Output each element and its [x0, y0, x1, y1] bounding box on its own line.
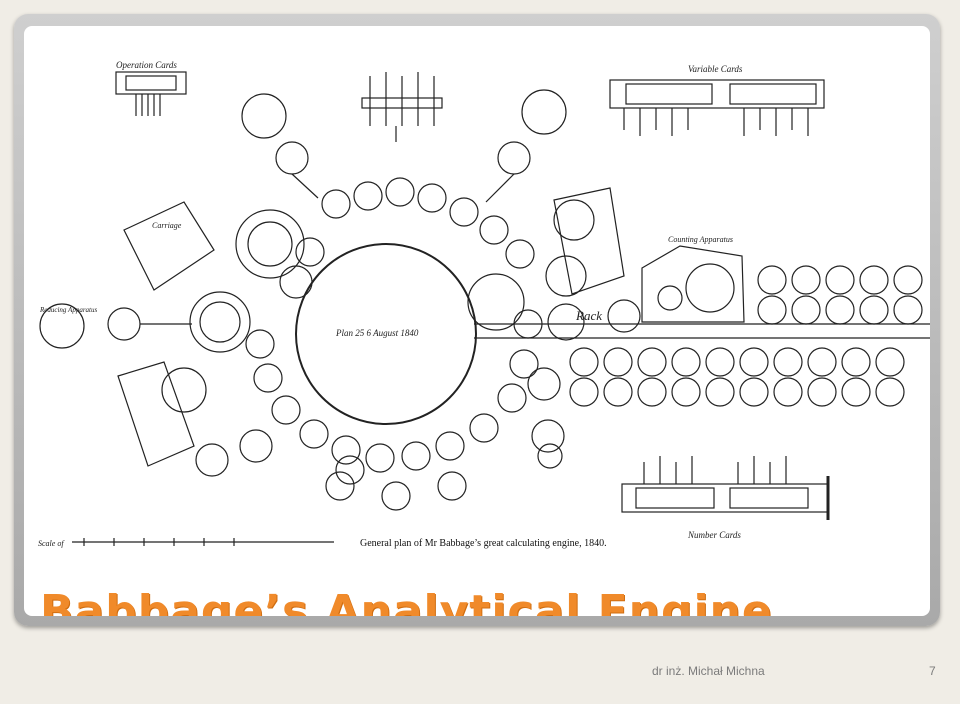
running-up-levers-drawing — [361, 72, 443, 142]
operation-cards-drawing — [115, 71, 187, 116]
counting-apparatus-label: Counting Apparatus — [668, 235, 733, 244]
center-plan-label: Plan 25 6 August 1840 — [335, 328, 419, 338]
carriage-label: Carriage — [152, 221, 182, 230]
reducing-apparatus-label: Reducing Apparatus — [39, 306, 98, 314]
rack-drawing — [474, 323, 930, 339]
variable-cards-label: Variable Cards — [688, 64, 743, 74]
central-mill-circle — [295, 243, 477, 425]
scale-bar — [72, 538, 334, 546]
rack-label: Rack — [575, 308, 602, 323]
counting-apparatus-outline — [641, 245, 745, 323]
slide-content: Operation Cards Variable Cards Number Ca… — [24, 26, 930, 616]
scale-label: Scale of — [38, 539, 65, 548]
carriage-outline-top — [123, 201, 215, 291]
carriage-outline-bottom — [117, 361, 195, 467]
store-wheels — [569, 265, 923, 407]
operation-cards-label: Operation Cards — [116, 60, 177, 70]
gear-ring — [161, 177, 641, 511]
variable-cards-drawing — [609, 79, 825, 136]
radiating-wheels — [39, 89, 567, 453]
footer-author: dr inż. Michał Michna — [652, 664, 765, 678]
engine-diagram: Operation Cards Variable Cards Number Ca… — [38, 60, 930, 549]
slide-frame: Operation Cards Variable Cards Number Ca… — [14, 14, 940, 626]
carriage-outline-right — [553, 187, 625, 295]
slide-title: Babbage’s Analytical Engine — [40, 586, 773, 616]
number-cards-label: Number Cards — [687, 530, 741, 540]
number-cards-drawing — [621, 456, 830, 520]
diagram-caption: General plan of Mr Babbage’s great calcu… — [360, 538, 607, 549]
page-number: 7 — [929, 664, 936, 678]
